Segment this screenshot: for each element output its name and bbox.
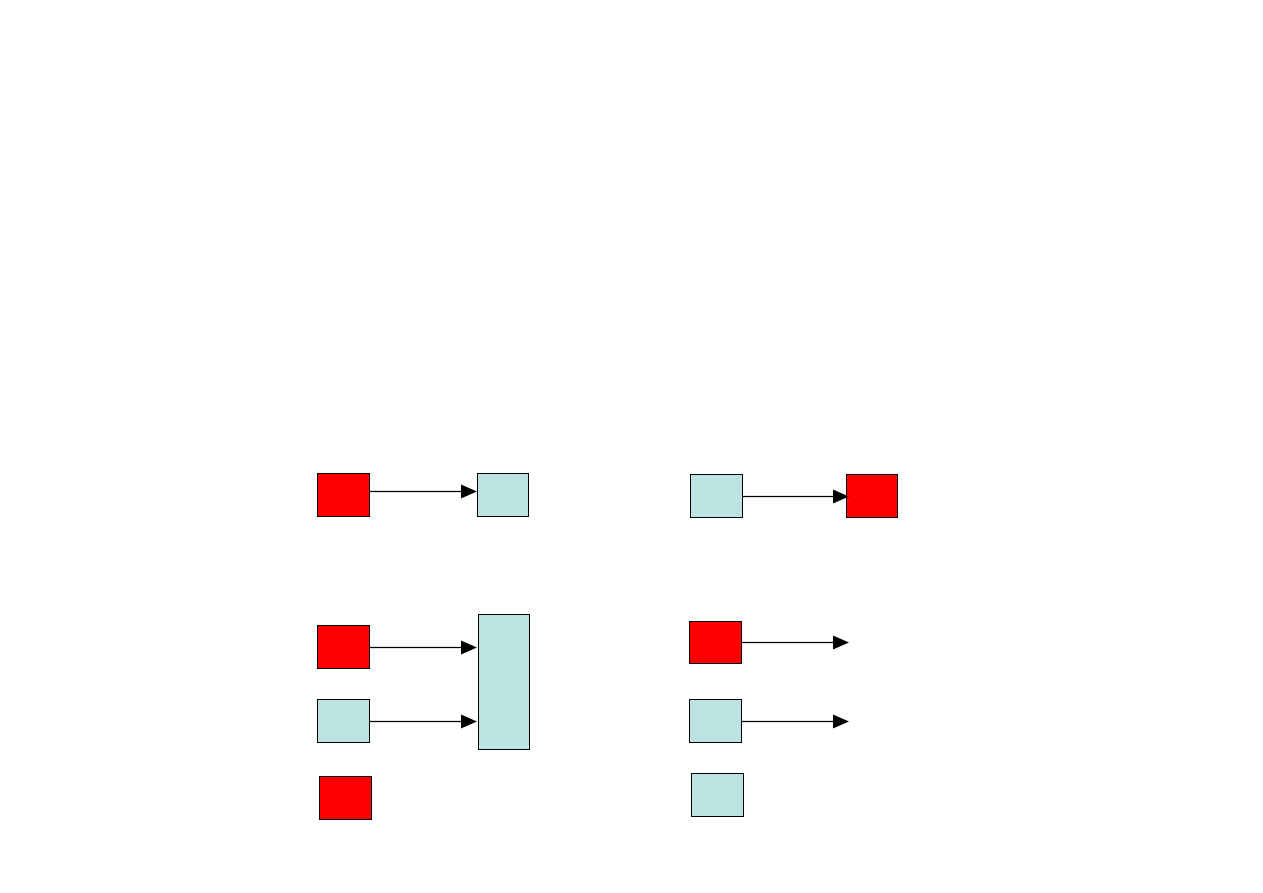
blue-box-right-bottom (691, 773, 744, 817)
red-box-left-middle (317, 625, 370, 669)
arrowhead-left-lower (461, 714, 477, 729)
tall-blue-target-box (478, 614, 530, 750)
blue-box-right-top (690, 474, 743, 518)
red-box-right-top-target (846, 474, 898, 518)
blue-box-right-lower (689, 699, 742, 743)
arrowhead-left-middle (461, 640, 477, 655)
arrowhead-right-top (833, 489, 849, 504)
blue-box-left-top-target (477, 473, 529, 517)
red-box-right-middle (689, 621, 742, 664)
red-box-left-bottom (319, 776, 372, 820)
arrowhead-right-lower (833, 714, 849, 729)
arrowhead-left-top (461, 484, 477, 499)
blue-box-left-lower (317, 699, 370, 743)
arrowhead-right-middle (833, 635, 849, 650)
red-box-left-top (317, 473, 370, 517)
